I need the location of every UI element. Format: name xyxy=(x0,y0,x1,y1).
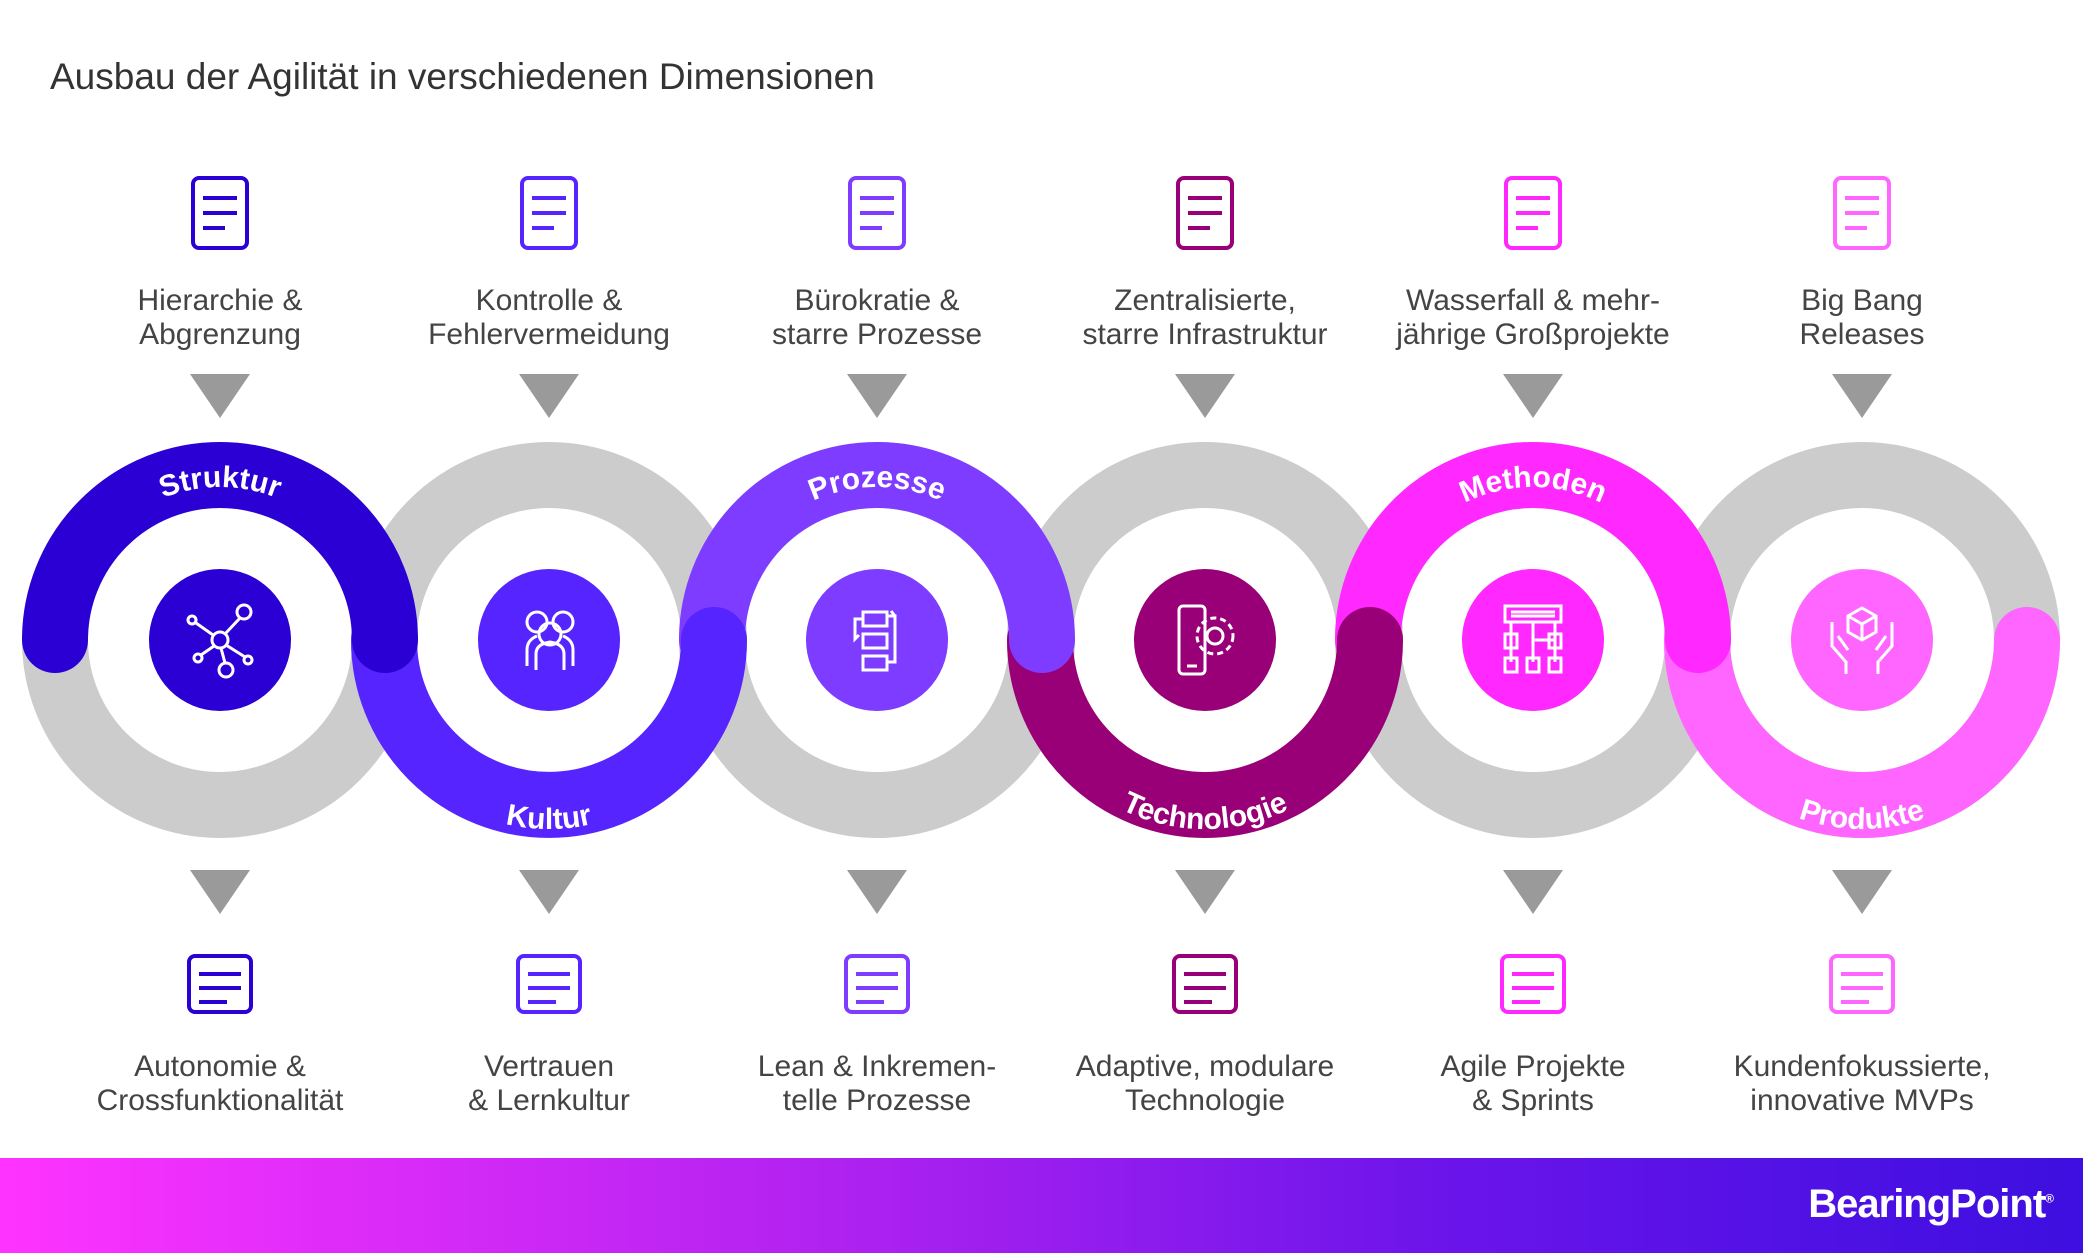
label-line: Autonomie & xyxy=(134,1050,306,1083)
label-line: Hierarchie & xyxy=(137,284,303,317)
arrow-down-icon xyxy=(1175,374,1235,418)
label-line: Wasserfall & mehr- xyxy=(1406,284,1660,317)
server-icon xyxy=(1172,954,1238,1014)
label-line: starre Prozesse xyxy=(771,318,983,351)
label-line: Fehlervermeidung xyxy=(428,318,670,351)
label-line: Lean & Inkremen- xyxy=(757,1050,997,1083)
label-line: starre Infrastruktur xyxy=(1082,318,1328,351)
arc-struktur xyxy=(22,442,418,673)
dimension-label: Kultur xyxy=(504,798,595,836)
team-chat-icon xyxy=(187,954,253,1014)
current-state-label: Hierarchie &Abgrenzung xyxy=(60,284,380,352)
current-state-label: Zentralisierte,starre Infrastruktur xyxy=(1045,284,1365,352)
arrow-down-icon xyxy=(847,870,907,914)
arrow-down-icon xyxy=(1832,870,1892,914)
layers-icon xyxy=(1500,954,1566,1014)
current-state-label: Wasserfall & mehr-jährige Großprojekte xyxy=(1373,284,1693,352)
label-line: Abgrenzung xyxy=(139,318,301,351)
current-state-label: Bürokratie &starre Prozesse xyxy=(717,284,1037,352)
center-disc xyxy=(149,569,291,711)
label-line: Vertrauen xyxy=(483,1050,615,1083)
label-line: Agile Projekte xyxy=(1440,1050,1626,1083)
center-disc xyxy=(806,569,948,711)
logo-text: BearingPoint xyxy=(1808,1182,2046,1226)
arrow-down-icon xyxy=(847,374,907,418)
target-state-label: Lean & Inkremen-telle Prozesse xyxy=(717,1050,1037,1118)
people-group-icon xyxy=(525,610,575,670)
label-line: Zentralisierte, xyxy=(1114,284,1296,317)
hierarchy-icon xyxy=(1504,176,1562,250)
label-line: & Lernkultur xyxy=(468,1084,630,1117)
arrow-down-icon xyxy=(1832,374,1892,418)
target-state-label: Autonomie &Crossfunktionalität xyxy=(60,1050,380,1118)
arc-prozesse xyxy=(679,442,1075,673)
label-line: Bürokratie & xyxy=(794,284,960,317)
database-icon xyxy=(1176,176,1234,250)
label-line: jährige Großprojekte xyxy=(1396,318,1670,351)
footer-gradient-bar: BearingPoint® xyxy=(0,1158,2083,1253)
arc-kultur xyxy=(351,607,747,838)
process-cycle-icon xyxy=(853,610,897,672)
mobile-gear-icon xyxy=(1177,604,1235,676)
label-line: Crossfunktionalität xyxy=(96,1084,344,1117)
arc-methoden xyxy=(1335,442,1731,673)
target-state-label: Kundenfokussierte,innovative MVPs xyxy=(1702,1050,2022,1118)
label-line: Kontrolle & xyxy=(475,284,623,317)
target-state-label: Agile Projekte& Sprints xyxy=(1373,1050,1693,1118)
label-line: Releases xyxy=(1799,318,1925,351)
arc-produkte xyxy=(1664,607,2060,838)
label-line: Big Bang xyxy=(1801,284,1923,317)
business-person-icon xyxy=(191,176,249,250)
handshake-icon xyxy=(516,954,582,1014)
arrow-down-icon xyxy=(1175,870,1235,914)
arc-technologie xyxy=(1007,607,1403,838)
label-line: Technologie xyxy=(1124,1084,1286,1117)
arrow-down-icon xyxy=(519,374,579,418)
label-line: Kundenfokussierte, xyxy=(1733,1050,1991,1083)
hands-cube-icon xyxy=(1830,606,1894,674)
label-line: & Sprints xyxy=(1472,1084,1594,1117)
presentation-board-icon xyxy=(844,954,910,1014)
center-disc xyxy=(478,569,620,711)
head-target-icon xyxy=(520,176,578,250)
arrow-down-icon xyxy=(190,870,250,914)
label-line: telle Prozesse xyxy=(782,1084,972,1117)
arrow-down-icon xyxy=(1503,374,1563,418)
folder-icon xyxy=(1829,954,1895,1014)
bearingpoint-logo: BearingPoint® xyxy=(1808,1182,2054,1226)
flowchart-icon xyxy=(1503,604,1563,674)
page-title: Ausbau der Agilität in verschiedenen Dim… xyxy=(50,56,875,97)
target-state-label: Vertrauen& Lernkultur xyxy=(389,1050,709,1118)
label-line: Adaptive, modulare xyxy=(1075,1050,1335,1083)
arrow-down-icon xyxy=(1503,870,1563,914)
current-state-label: Kontrolle &Fehlervermeidung xyxy=(389,284,709,352)
document-search-icon xyxy=(1833,176,1891,250)
binders-icon xyxy=(848,176,906,250)
arrow-down-icon xyxy=(190,374,250,418)
arrow-down-icon xyxy=(519,870,579,914)
label-line: innovative MVPs xyxy=(1750,1084,1974,1117)
network-icon xyxy=(186,603,254,679)
